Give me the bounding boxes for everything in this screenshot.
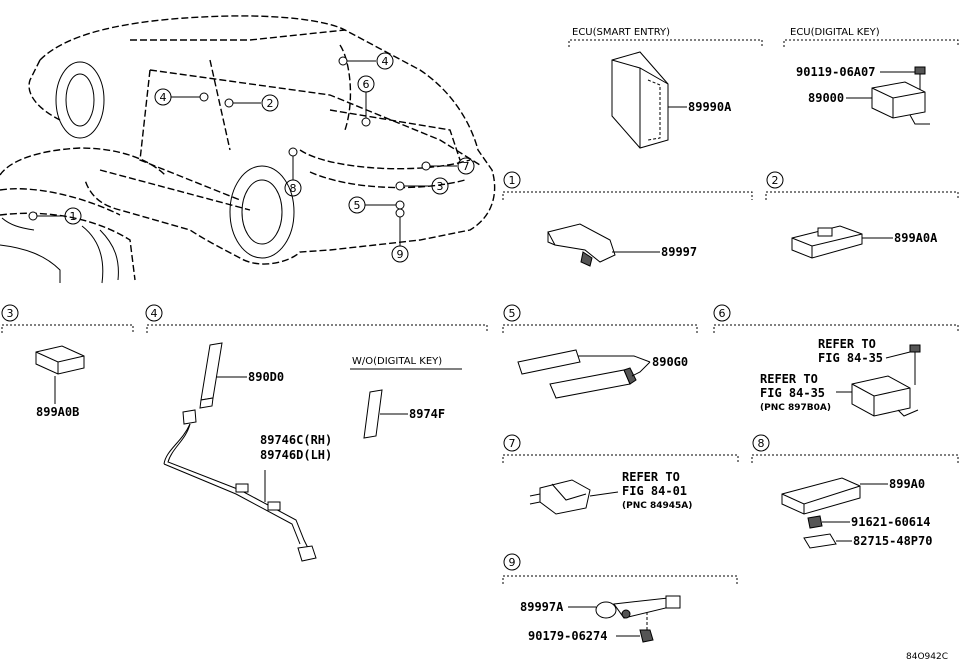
part-890D0[interactable]: 890D0 <box>248 370 284 384</box>
callout-7a[interactable]: 7 <box>463 160 470 173</box>
header-ecu-smart-entry: ECU(SMART ENTRY) <box>572 27 670 38</box>
part-8974F[interactable]: 8974F <box>409 407 445 421</box>
section-4-number: 4 <box>151 307 158 320</box>
part-90179-06274[interactable]: 90179-06274 <box>528 629 607 643</box>
callout-8a[interactable]: 8 <box>290 182 297 195</box>
part-89000[interactable]: 89000 <box>808 91 844 105</box>
section-1-number: 1 <box>509 174 516 187</box>
callout-4a[interactable]: 4 <box>382 55 389 68</box>
section-4: 4 890D0 89746C(RH) 89746D(LH) W/O(DIGITA… <box>145 304 488 562</box>
header-ecu-digital-key: ECU(DIGITAL KEY) <box>790 27 880 38</box>
section-ecu-digital-key: ECU(DIGITAL KEY) 90119-06A07 89000 <box>783 27 959 125</box>
car-callout-markers: 4 6 4 2 8 7 3 5 9 1 <box>28 52 475 263</box>
part-899A0[interactable]: 899A0 <box>889 477 925 491</box>
section-2: 2 899A0A <box>765 171 959 259</box>
section-5: 5 890G0 <box>502 304 698 399</box>
ref-6-pnc: (PNC 897B0A) <box>760 403 831 413</box>
section-8-number: 8 <box>758 437 765 450</box>
ref-6-fig-a[interactable]: FIG 84-35 <box>818 351 883 365</box>
part-89746D[interactable]: 89746D(LH) <box>260 448 332 462</box>
part-89746C[interactable]: 89746C(RH) <box>260 433 332 447</box>
ref-7-fig[interactable]: FIG 84-01 <box>622 484 687 498</box>
section-6-number: 6 <box>719 307 726 320</box>
section-6: 6 REFER TO FIG 84-35 REFER TO FIG 84-35 … <box>713 304 959 417</box>
part-899A0B[interactable]: 899A0B <box>36 405 79 419</box>
section-5-number: 5 <box>509 307 516 320</box>
part-89997A[interactable]: 89997A <box>520 600 564 614</box>
section-9-number: 9 <box>509 556 516 569</box>
section-ecu-smart-entry: ECU(SMART ENTRY) 89990A <box>568 27 763 149</box>
section-8: 8 899A0 91621-60614 82715-48P70 <box>751 434 959 549</box>
part-91621-60614[interactable]: 91621-60614 <box>851 515 930 529</box>
part-890G0[interactable]: 890G0 <box>652 355 688 369</box>
ref-7-pnc: (PNC 84945A) <box>622 501 692 511</box>
section-1: 1 89997 <box>502 171 753 267</box>
callout-2a[interactable]: 2 <box>267 97 274 110</box>
part-899A0A[interactable]: 899A0A <box>894 231 938 245</box>
part-90119-06A07[interactable]: 90119-06A07 <box>796 65 875 79</box>
part-89990A[interactable]: 89990A <box>688 100 732 114</box>
ref-6-refer-to-a: REFER TO <box>818 337 876 351</box>
section-9: 9 89997A 90179-06274 <box>502 553 738 643</box>
section-2-number: 2 <box>772 174 779 187</box>
callout-3a[interactable]: 3 <box>437 180 444 193</box>
ref-7-refer-to: REFER TO <box>622 470 680 484</box>
callout-1a[interactable]: 1 <box>70 210 77 223</box>
callout-9a[interactable]: 9 <box>397 248 404 261</box>
part-89997[interactable]: 89997 <box>661 245 697 259</box>
header-wo-digital-key: W/O(DIGITAL KEY) <box>352 356 442 367</box>
section-3: 3 899A0B <box>1 304 134 419</box>
callout-5a[interactable]: 5 <box>354 199 361 212</box>
part-82715-48P70[interactable]: 82715-48P70 <box>853 534 932 548</box>
callout-4b[interactable]: 4 <box>160 91 167 104</box>
section-7: 7 REFER TO FIG 84-01 (PNC 84945A) <box>502 434 739 515</box>
ref-6-fig-b[interactable]: FIG 84-35 <box>760 386 825 400</box>
callout-6a[interactable]: 6 <box>363 78 370 91</box>
section-7-number: 7 <box>509 437 516 450</box>
figure-id: 84O942C <box>906 652 948 662</box>
vehicle-illustration <box>0 15 496 284</box>
section-3-number: 3 <box>7 307 14 320</box>
ref-6-refer-to-b: REFER TO <box>760 372 818 386</box>
